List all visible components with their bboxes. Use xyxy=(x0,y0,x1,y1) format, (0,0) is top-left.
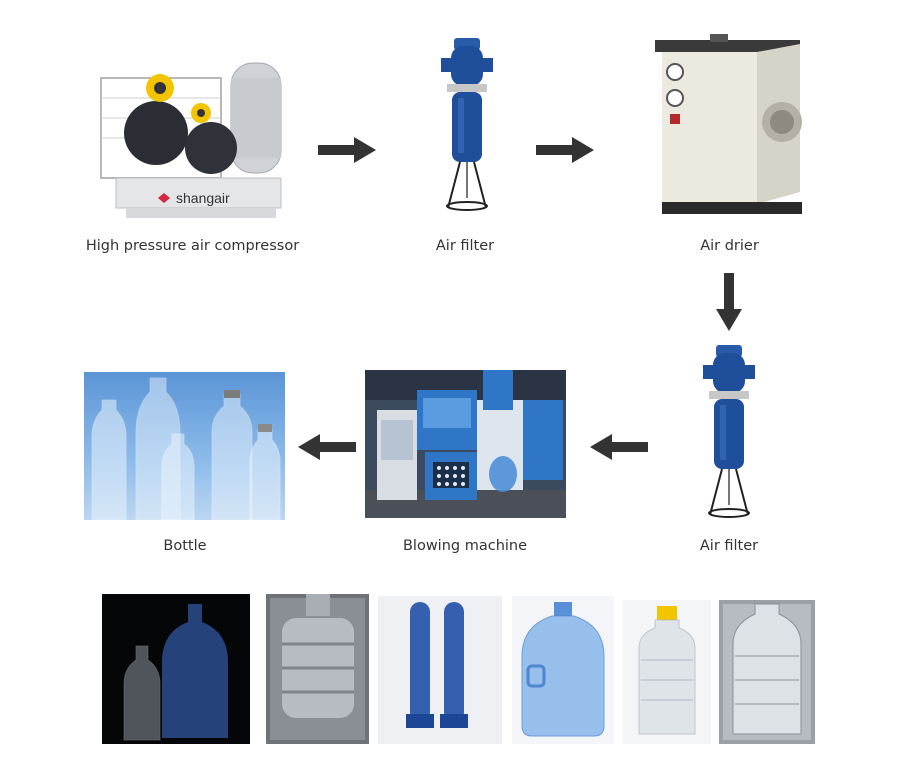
bottle-label: Bottle xyxy=(163,538,207,554)
blowing-machine-photo xyxy=(365,370,566,518)
air-filter-2-label: Air filter xyxy=(699,538,759,554)
arrow-left-icon xyxy=(590,434,648,460)
sample-photo-bottle-mold xyxy=(266,594,369,744)
compressor-label: High pressure air compressor xyxy=(85,238,300,254)
air-compressor-image: shangair xyxy=(96,58,291,228)
sample-photo-bottle-in-mold xyxy=(719,600,815,744)
arrow-left-icon xyxy=(298,434,356,460)
air-filter-image xyxy=(438,38,496,213)
sample-photo-water-jug xyxy=(512,596,614,744)
sample-photo-oil-bottle xyxy=(623,600,711,744)
sample-photo-preforms xyxy=(378,596,502,744)
air-drier-image xyxy=(650,30,805,218)
bottle-photo xyxy=(84,372,285,520)
air-drier-label: Air drier xyxy=(700,238,759,254)
arrow-down-icon xyxy=(716,273,742,331)
air-filter-image xyxy=(700,345,758,520)
sample-photo-pet-bottles xyxy=(102,594,250,744)
shangair-logo-text: shangair xyxy=(176,190,230,206)
air-filter-1-label: Air filter xyxy=(435,238,495,254)
arrow-right-icon xyxy=(536,137,594,163)
blowing-machine-label: Blowing machine xyxy=(402,538,528,554)
arrow-right-icon xyxy=(318,137,376,163)
